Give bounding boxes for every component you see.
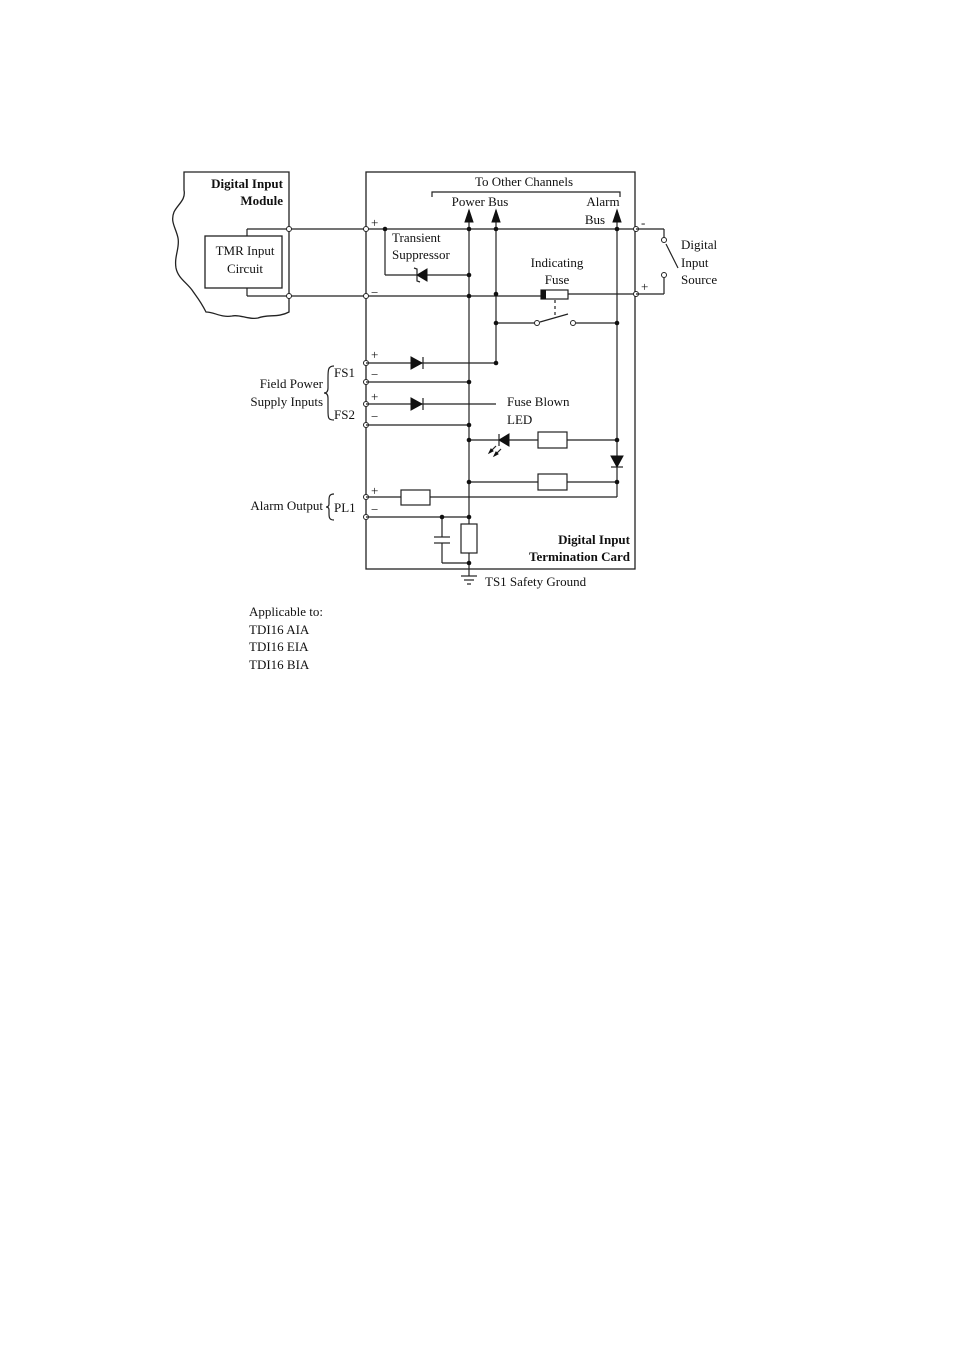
channels-bracket (431, 191, 621, 197)
fs1-label: FS1 (334, 365, 355, 380)
card-terminal-minus (363, 293, 369, 299)
alarm-contact-blade (539, 313, 569, 323)
module-outline (172, 171, 290, 320)
source-label-2: Input (681, 255, 709, 270)
power-bus-arrow-1 (464, 208, 474, 223)
suppressor-diode-bar (413, 267, 421, 283)
alarm-contact-b (570, 320, 576, 326)
junction-dots (382, 226, 620, 566)
field-power-brace (323, 365, 335, 421)
ground-resistor-icon (460, 523, 478, 554)
field-power-label-1: Field Power (260, 376, 324, 391)
card-title-2: Termination Card (529, 549, 631, 564)
applicable-heading: Applicable to: (249, 604, 324, 619)
card-plus-sign: + (371, 215, 378, 230)
power-bus-label: Power Bus (452, 194, 509, 209)
power-bus-arrow-2 (491, 208, 501, 223)
led-label-2: LED (507, 412, 532, 427)
card-terminal-plus (363, 226, 369, 232)
module-title-1: Digital Input (211, 176, 284, 191)
pl1-minus-sign: − (371, 502, 378, 517)
source-contact-bottom (661, 272, 667, 278)
module-terminal-minus (286, 293, 292, 299)
module-terminal-plus (286, 226, 292, 232)
termination-card-outline (365, 171, 636, 570)
applicable-item: TDI16 AIA (249, 621, 310, 637)
led-label-1: Fuse Blown (507, 394, 570, 409)
led-arrowhead-1 (487, 448, 494, 455)
other-channels-label: To Other Channels (475, 174, 573, 189)
card-minus-sign: − (371, 285, 378, 300)
pl1-label: PL1 (334, 500, 356, 515)
tmr-circuit-label-2: Circuit (227, 261, 263, 276)
source-label-1: Digital (681, 237, 717, 252)
alarm-bus-arrow (612, 208, 622, 223)
fs2-label: FS2 (334, 407, 355, 422)
tmr-input-circuit-box (204, 235, 283, 289)
alarm-bus-label-1: Alarm (586, 194, 619, 209)
fs1-minus-sign: − (371, 367, 378, 382)
fs1-plus-sign: + (371, 347, 378, 362)
source-switch-blade (665, 243, 679, 269)
fs2-minus-sign: − (371, 409, 378, 424)
tmr-circuit-label-1: TMR Input (216, 243, 275, 258)
applicable-item: TDI16 BIA (249, 656, 310, 672)
source-label-3: Source (681, 272, 717, 287)
source-contact-top (661, 237, 667, 243)
alarm-bus-label-2: Bus (585, 212, 605, 227)
alarm-diode-icon (610, 455, 624, 469)
applicable-to-list: Applicable to: TDI16 AIA TDI16 EIA TDI16… (249, 603, 323, 673)
alarm-output-label: Alarm Output (250, 498, 323, 513)
fs1-diode-icon (410, 356, 424, 370)
pl1-resistor-icon (400, 489, 431, 506)
source-plus-sign: + (641, 279, 648, 294)
card-title-1: Digital Input (558, 532, 631, 547)
module-title-2: Module (240, 193, 283, 208)
fuse-label-1: Indicating (531, 255, 584, 270)
fs2-plus-sign: + (371, 389, 378, 404)
led-arrowhead-2 (492, 451, 499, 458)
branch-resistor-icon (537, 473, 568, 491)
led-diode-icon (498, 433, 510, 447)
source-minus-sign: - (641, 215, 645, 230)
ground-label: TS1 Safety Ground (485, 574, 587, 589)
alarm-output-brace (325, 493, 335, 521)
suppressor-diode-icon (416, 268, 428, 282)
alarm-contact-a (534, 320, 540, 326)
field-power-label-2: Supply Inputs (250, 394, 323, 409)
fuse-label-2: Fuse (545, 272, 570, 287)
suppressor-label-2: Suppressor (392, 247, 450, 262)
fuse-indicator (541, 290, 546, 299)
led-resistor-icon (537, 431, 568, 449)
applicable-item: TDI16 EIA (249, 639, 309, 654)
fs2-diode-icon (410, 397, 424, 411)
suppressor-label-1: Transient (392, 230, 441, 245)
pl1-plus-sign: + (371, 483, 378, 498)
